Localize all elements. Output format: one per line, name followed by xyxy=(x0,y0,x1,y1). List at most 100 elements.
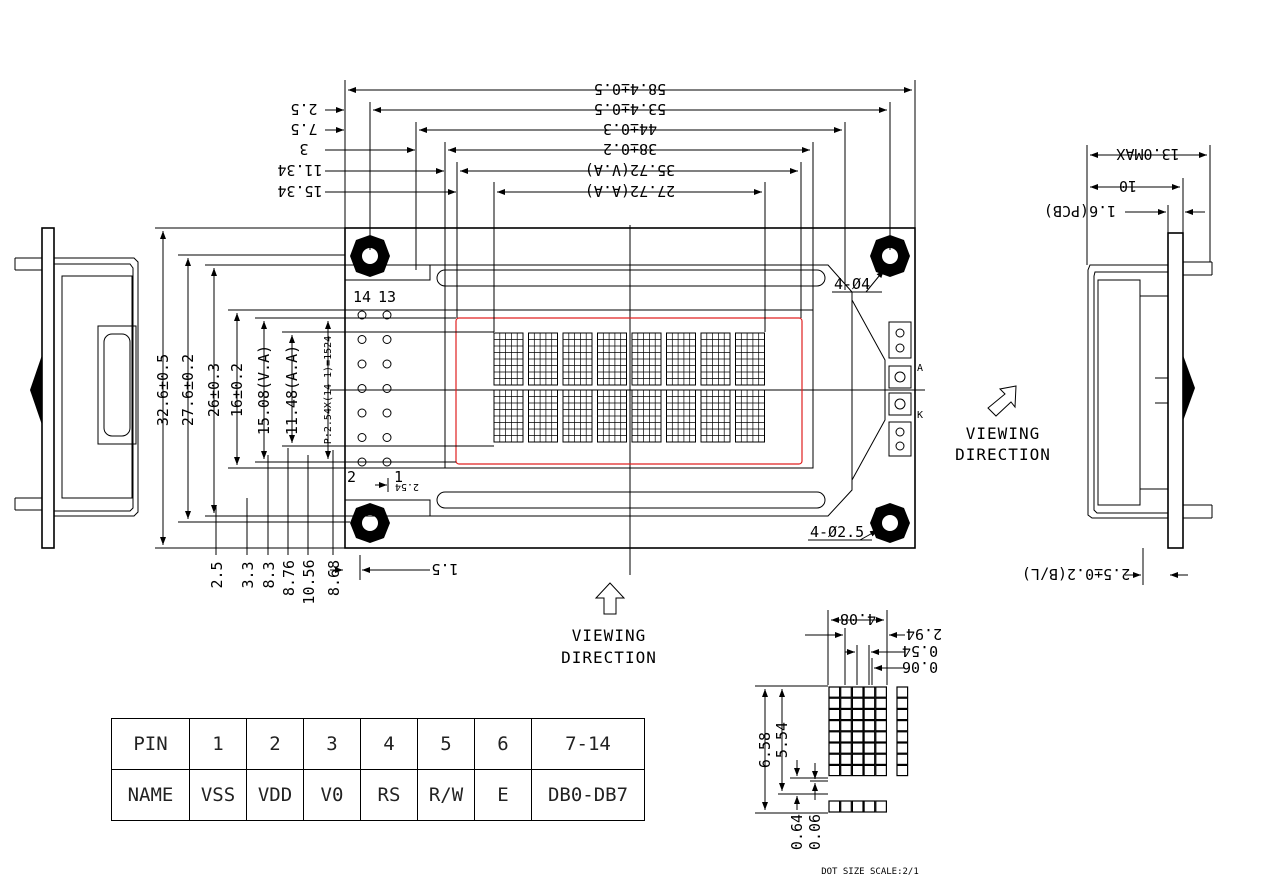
pin-hole xyxy=(357,433,367,442)
svg-text:0.64: 0.64 xyxy=(788,814,806,850)
name-cell: VDD xyxy=(246,769,304,821)
pin-cell: 1 xyxy=(189,718,247,770)
name-cell: DB0-DB7 xyxy=(531,769,645,821)
name-row: NAME VSS VDD V0 RS R/W E DB0-DB7 xyxy=(111,769,645,821)
top-dimensions: 58.4±0.5 53.4±0.5 44±0.3 38±0.2 35.72(V.… xyxy=(277,80,916,332)
dot xyxy=(851,742,864,754)
pin-hole xyxy=(382,335,392,344)
dot xyxy=(840,708,852,721)
pin-13-label: 13 xyxy=(378,288,396,306)
svg-text:13.0MAX: 13.0MAX xyxy=(1116,145,1179,163)
backlight-pads: A K xyxy=(851,299,923,481)
character-cell xyxy=(666,389,696,443)
dot xyxy=(828,742,841,754)
character-cell xyxy=(700,332,731,386)
character-cell xyxy=(597,389,627,443)
dot xyxy=(851,697,864,710)
pin-hole xyxy=(357,310,367,320)
dot xyxy=(840,686,852,698)
dot xyxy=(875,753,887,766)
dot xyxy=(896,719,909,732)
svg-text:16±0.2: 16±0.2 xyxy=(228,363,246,417)
svg-text:8.68: 8.68 xyxy=(325,560,343,596)
pin-hole xyxy=(382,408,392,418)
svg-text:35.72(V.A): 35.72(V.A) xyxy=(585,161,675,179)
character-cell xyxy=(597,332,627,386)
pin-hole xyxy=(357,359,367,369)
svg-text:2.54: 2.54 xyxy=(395,481,419,492)
hole-top-left xyxy=(350,235,390,277)
svg-text:2.5: 2.5 xyxy=(290,100,317,118)
dot xyxy=(828,753,841,766)
side-dimensions: 13.0MAX 10 1.6(PCB) 2.5±0.2(B/L) xyxy=(1022,145,1211,585)
character-cell xyxy=(562,332,593,386)
pin-2-label: 2 xyxy=(347,468,356,486)
cursor-dot xyxy=(863,800,876,813)
character-cell xyxy=(493,332,524,386)
svg-text:10.56: 10.56 xyxy=(300,559,318,604)
connector-pins xyxy=(357,310,392,467)
character-cell xyxy=(493,389,524,443)
pin-table: PIN 1 2 3 4 5 6 7-14 NAME VSS VDD V0 RS … xyxy=(111,718,645,821)
viewing-label-2: DIRECTION xyxy=(561,648,657,667)
cursor-dot xyxy=(840,800,852,813)
bezel xyxy=(345,264,853,517)
svg-text:11.48(A.A): 11.48(A.A) xyxy=(283,345,301,435)
dot xyxy=(896,731,909,743)
right-side-view xyxy=(1087,232,1213,549)
svg-text:7.5: 7.5 xyxy=(290,120,317,138)
pcb-outline xyxy=(155,225,925,575)
dot xyxy=(863,753,876,766)
character-cell xyxy=(528,389,558,443)
dot xyxy=(863,764,876,777)
dot xyxy=(875,708,887,721)
svg-text:1.6(PCB): 1.6(PCB) xyxy=(1044,202,1116,220)
dot xyxy=(828,731,841,743)
dot xyxy=(840,764,852,777)
dot-dimensions: 4.08 2.94 0.54 0.06 6.58 5.54 0.64 0.06 … xyxy=(755,610,942,877)
dot xyxy=(875,697,887,710)
dot xyxy=(828,686,841,698)
dot xyxy=(863,708,876,721)
pin-hole xyxy=(357,335,367,344)
pin-1-label: 1 xyxy=(394,468,403,486)
svg-text:8.3: 8.3 xyxy=(260,561,278,588)
pad-a-label: A xyxy=(917,363,923,374)
svg-text:11.34: 11.34 xyxy=(277,161,322,179)
character-cell xyxy=(666,332,696,386)
dot xyxy=(875,742,887,754)
svg-text:10: 10 xyxy=(1119,177,1137,195)
pin-hole xyxy=(357,384,367,393)
dot xyxy=(828,719,841,732)
dot xyxy=(851,719,864,732)
pin-cell: 3 xyxy=(303,718,361,770)
hole-top-right xyxy=(870,235,910,277)
dot xyxy=(896,764,909,777)
svg-text:0.06: 0.06 xyxy=(806,814,824,850)
dot xyxy=(875,764,887,777)
dot xyxy=(840,742,852,754)
pad-k-label: K xyxy=(917,410,923,421)
character-cell xyxy=(631,389,662,443)
dot xyxy=(875,731,887,743)
name-cell: R/W xyxy=(417,769,475,821)
dot xyxy=(851,753,864,766)
dot xyxy=(896,708,909,721)
pin-header: PIN xyxy=(111,718,190,770)
svg-text:0.06: 0.06 xyxy=(902,658,938,676)
svg-text:3.3: 3.3 xyxy=(239,561,257,588)
dot xyxy=(896,753,909,766)
name-cell: VSS xyxy=(189,769,247,821)
dot xyxy=(896,697,909,710)
pin-hole xyxy=(382,433,392,442)
svg-text:8.76: 8.76 xyxy=(280,560,298,596)
svg-text:15.08(V.A): 15.08(V.A) xyxy=(255,345,273,435)
name-header: NAME xyxy=(111,769,190,821)
dot xyxy=(828,764,841,777)
character-cell xyxy=(631,332,662,386)
character-grid xyxy=(493,332,765,443)
pin-row: PIN 1 2 3 4 5 6 7-14 xyxy=(111,718,645,770)
viewing-label-3: VIEWING xyxy=(966,424,1040,443)
svg-text:5.54: 5.54 xyxy=(773,722,791,758)
hole-bottom-left xyxy=(350,503,390,543)
